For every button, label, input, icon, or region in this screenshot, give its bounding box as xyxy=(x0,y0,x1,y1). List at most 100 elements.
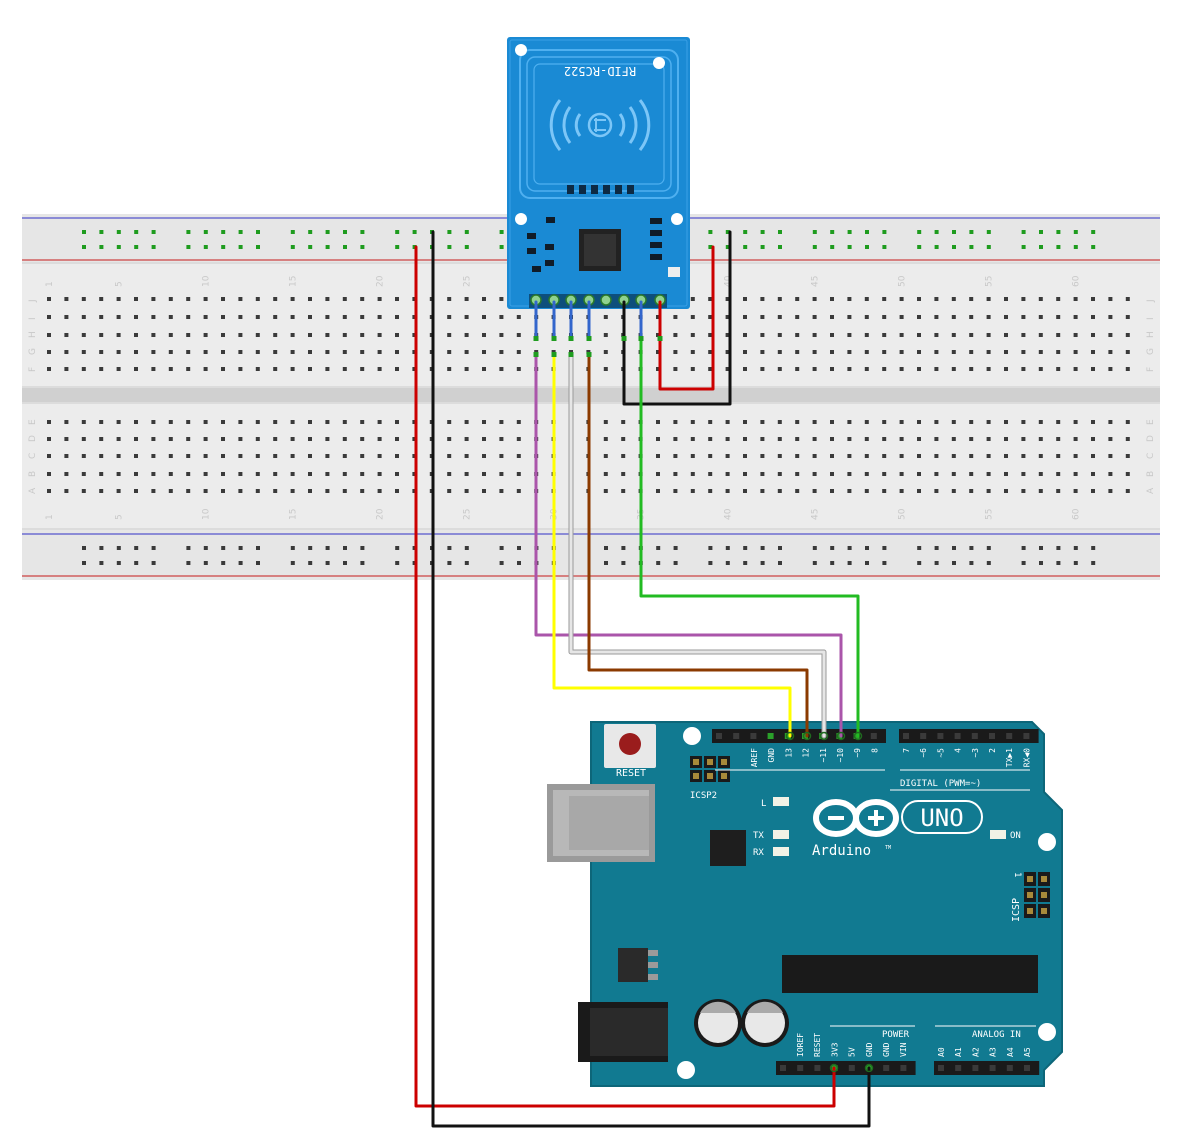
breadboard-hole[interactable] xyxy=(168,454,173,458)
breadboard-hole[interactable] xyxy=(725,437,730,441)
breadboard-hole[interactable] xyxy=(934,350,939,354)
breadboard-hole[interactable] xyxy=(899,367,904,371)
breadboard-hole[interactable] xyxy=(951,350,956,354)
breadboard-hole[interactable] xyxy=(882,454,887,458)
rail-hole[interactable] xyxy=(290,230,295,234)
breadboard-hole[interactable] xyxy=(743,315,747,319)
breadboard-hole[interactable] xyxy=(464,350,469,354)
rail-hole[interactable] xyxy=(221,546,226,550)
breadboard-hole[interactable] xyxy=(899,454,904,458)
breadboard-hole[interactable] xyxy=(812,315,817,319)
rail-hole[interactable] xyxy=(116,546,121,550)
breadboard-hole[interactable] xyxy=(308,437,312,441)
breadboard-hole[interactable] xyxy=(325,420,330,424)
rail-hole[interactable] xyxy=(952,230,956,234)
breadboard-hole[interactable] xyxy=(760,489,765,493)
breadboard-hole[interactable] xyxy=(64,420,69,424)
rail-hole[interactable] xyxy=(604,546,608,550)
breadboard-hole[interactable] xyxy=(168,367,173,371)
rail-hole[interactable] xyxy=(882,230,887,234)
rail-hole[interactable] xyxy=(847,546,852,550)
rail-hole[interactable] xyxy=(325,561,330,565)
breadboard-hole[interactable] xyxy=(168,350,173,354)
breadboard-hole[interactable] xyxy=(882,333,887,337)
breadboard-hole[interactable] xyxy=(830,350,834,354)
breadboard-hole[interactable] xyxy=(1021,437,1026,441)
breadboard-hole[interactable] xyxy=(81,367,86,371)
breadboard-hole[interactable] xyxy=(1021,350,1026,354)
breadboard-hole[interactable] xyxy=(342,315,347,319)
rail-hole[interactable] xyxy=(708,561,713,565)
header-pin[interactable] xyxy=(920,733,927,739)
breadboard-hole[interactable] xyxy=(395,420,399,424)
header-pin[interactable] xyxy=(1024,1065,1030,1071)
breadboard-hole[interactable] xyxy=(377,333,382,337)
breadboard-hole[interactable] xyxy=(603,454,608,458)
rail-hole[interactable] xyxy=(621,546,626,550)
breadboard-hole[interactable] xyxy=(934,315,939,319)
breadboard-hole[interactable] xyxy=(290,333,295,337)
rail-hole[interactable] xyxy=(1039,561,1043,565)
breadboard-hole[interactable] xyxy=(934,297,939,301)
rail-hole[interactable] xyxy=(1056,546,1061,550)
rail-hole[interactable] xyxy=(82,245,86,249)
breadboard-hole[interactable] xyxy=(168,297,173,301)
breadboard-hole[interactable] xyxy=(1073,472,1078,476)
breadboard-hole[interactable] xyxy=(221,454,225,458)
breadboard-hole[interactable] xyxy=(795,472,800,476)
breadboard-hole[interactable] xyxy=(969,315,974,319)
breadboard-hole[interactable] xyxy=(760,297,765,301)
rail-hole[interactable] xyxy=(952,546,956,550)
breadboard-hole[interactable] xyxy=(760,367,765,371)
breadboard-hole[interactable] xyxy=(342,333,347,337)
breadboard-hole[interactable] xyxy=(412,454,417,458)
breadboard-hole[interactable] xyxy=(1004,333,1008,337)
breadboard-hole[interactable] xyxy=(1004,315,1008,319)
breadboard-hole[interactable] xyxy=(795,367,800,371)
breadboard-hole[interactable] xyxy=(412,315,417,319)
reset-button-cap[interactable] xyxy=(619,733,641,755)
breadboard-hole[interactable] xyxy=(221,350,225,354)
rail-hole[interactable] xyxy=(865,245,869,249)
breadboard-hole[interactable] xyxy=(499,350,504,354)
breadboard-hole[interactable] xyxy=(360,454,365,458)
breadboard-hole[interactable] xyxy=(951,420,956,424)
breadboard-hole[interactable] xyxy=(656,472,660,476)
breadboard-hole[interactable] xyxy=(1108,315,1113,319)
breadboard-hole[interactable] xyxy=(1108,489,1113,493)
rail-hole[interactable] xyxy=(186,245,191,249)
rail-hole[interactable] xyxy=(360,561,365,565)
rail-hole[interactable] xyxy=(221,561,226,565)
breadboard-hole[interactable] xyxy=(725,315,730,319)
breadboard-hole[interactable] xyxy=(81,489,86,493)
breadboard-hole[interactable] xyxy=(308,333,312,337)
breadboard-hole[interactable] xyxy=(47,454,51,458)
breadboard-hole[interactable] xyxy=(830,297,834,301)
header-pin[interactable] xyxy=(750,733,757,739)
breadboard-hole[interactable] xyxy=(673,420,678,424)
rail-hole[interactable] xyxy=(986,561,991,565)
breadboard-hole[interactable] xyxy=(656,454,660,458)
breadboard-hole[interactable] xyxy=(360,420,365,424)
rail-hole[interactable] xyxy=(847,561,852,565)
breadboard-hole[interactable] xyxy=(64,315,69,319)
breadboard-hole[interactable] xyxy=(447,489,452,493)
breadboard-hole[interactable] xyxy=(186,420,191,424)
breadboard-hole[interactable] xyxy=(864,315,869,319)
breadboard-hole[interactable] xyxy=(1091,472,1095,476)
breadboard-hole[interactable] xyxy=(1038,333,1043,337)
rail-hole[interactable] xyxy=(673,561,678,565)
breadboard-hole[interactable] xyxy=(464,489,469,493)
breadboard-hole[interactable] xyxy=(47,297,51,301)
rail-hole[interactable] xyxy=(1021,561,1026,565)
breadboard-hole[interactable] xyxy=(847,297,852,301)
rail-hole[interactable] xyxy=(986,546,991,550)
breadboard-hole[interactable] xyxy=(186,333,191,337)
rail-hole[interactable] xyxy=(865,546,869,550)
breadboard-hole[interactable] xyxy=(203,350,208,354)
rail-hole[interactable] xyxy=(934,561,939,565)
breadboard-hole[interactable] xyxy=(482,315,486,319)
breadboard-hole[interactable] xyxy=(917,420,921,424)
breadboard-hole[interactable] xyxy=(917,333,921,337)
rail-hole[interactable] xyxy=(917,230,922,234)
